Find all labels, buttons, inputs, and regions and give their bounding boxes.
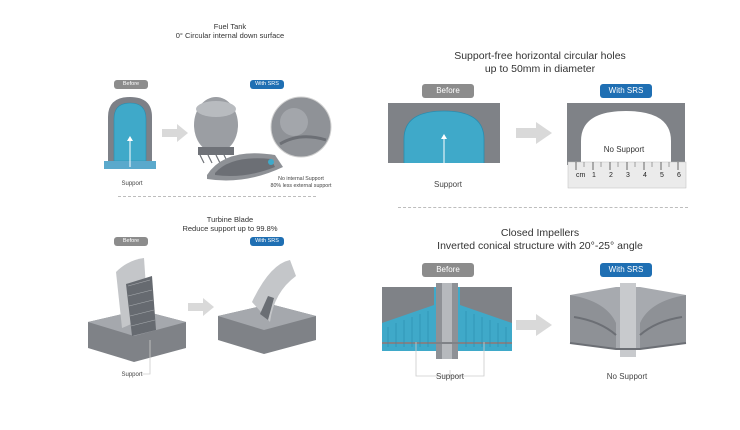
ruler-label-5: 5 xyxy=(660,172,664,179)
fuel-tank-note-1: No internal Support xyxy=(278,176,324,182)
fuel-tank-zoom-image xyxy=(270,96,332,158)
holes-subheading: up to 50mm in diameter xyxy=(484,63,596,76)
holes-before-image xyxy=(388,103,500,165)
impellers-after-badge: With SRS xyxy=(600,263,652,277)
turbine-after-badge: With SRS xyxy=(250,237,284,246)
impellers-after-image xyxy=(569,283,687,357)
ruler-label-4: 4 xyxy=(643,172,647,179)
ruler-label-1: 1 xyxy=(592,172,596,179)
impellers-no-support-label: No Support xyxy=(606,372,648,381)
turbine-after-image xyxy=(218,260,316,354)
impellers-before-image xyxy=(382,283,512,359)
turbine-title: Turbine Blade Reduce support up to 99.8% xyxy=(160,215,300,234)
fuel-tank-subheading: 0° Circular internal down surface xyxy=(175,31,285,41)
turbine-subheading: Reduce support up to 99.8% xyxy=(182,224,278,234)
holes-support-label: Support xyxy=(433,180,463,189)
fuel-tank-before-badge: Before xyxy=(114,80,148,89)
impellers-support-leader xyxy=(415,342,485,377)
holes-heading: Support-free horizontal circular holes xyxy=(454,50,626,62)
fuel-tank-after-badge: With SRS xyxy=(250,80,284,89)
holes-after-image xyxy=(567,103,685,165)
holes-before-badge: Before xyxy=(422,84,474,98)
ruler-label-2: 2 xyxy=(609,172,613,179)
turbine-heading: Turbine Blade xyxy=(206,215,254,224)
impellers-subheading: Inverted conical structure with 20°-25° … xyxy=(437,240,643,253)
impellers-support-label: Support xyxy=(435,372,465,381)
fuel-tank-heading: Fuel Tank xyxy=(213,22,247,31)
turbine-arrow-icon xyxy=(188,298,214,316)
holes-no-support-label: No Support xyxy=(603,145,645,154)
impellers-heading: Closed Impellers xyxy=(500,227,580,239)
left-divider xyxy=(118,196,316,197)
fuel-tank-section-image xyxy=(207,153,283,181)
fuel-tank-title: Fuel Tank 0° Circular internal down surf… xyxy=(160,22,300,41)
fuel-tank-before-image xyxy=(104,97,156,169)
holes-title: Support-free horizontal circular holes u… xyxy=(430,50,650,76)
fuel-tank-arrow-icon xyxy=(162,124,188,142)
impellers-arrow-icon xyxy=(516,314,552,336)
fuel-tank-note: No internal Support 80% less external su… xyxy=(255,176,347,190)
ruler-label-3: 3 xyxy=(626,172,630,179)
turbine-before-image xyxy=(88,258,186,362)
holes-arrow-icon xyxy=(516,122,552,144)
turbine-before-badge: Before xyxy=(114,237,148,246)
turbine-support-label: Support xyxy=(121,372,143,378)
impellers-before-badge: Before xyxy=(422,263,474,277)
fuel-tank-after-image xyxy=(194,97,238,164)
fuel-tank-support-label: Support xyxy=(121,181,143,187)
impellers-title: Closed Impellers Inverted conical struct… xyxy=(420,227,660,253)
holes-ruler xyxy=(567,161,687,189)
turbine-support-leader xyxy=(142,340,151,375)
holes-after-badge: With SRS xyxy=(600,84,652,98)
fuel-tank-note-2: 80% less external support xyxy=(270,183,332,190)
right-divider xyxy=(398,207,688,208)
ruler-label-6: 6 xyxy=(677,172,681,179)
ruler-label-cm: cm xyxy=(576,172,586,179)
